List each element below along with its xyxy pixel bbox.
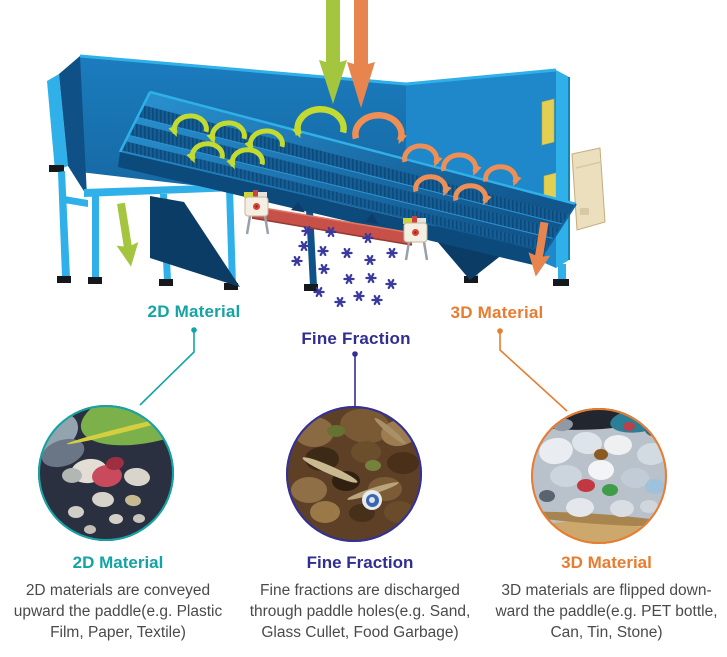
photo-ring-2d <box>38 405 174 541</box>
photo-ring-fine <box>286 406 422 542</box>
paddle-rotation-arrows-2d <box>168 106 347 170</box>
connector-fine <box>352 351 358 406</box>
card-heading-2d: 2D Material <box>72 553 164 572</box>
paddle-rotation-arrows-3d <box>352 112 522 206</box>
card-2d-material: 2D Material 2D materials are conveyed up… <box>2 553 234 643</box>
card-heading-fine: Fine Fraction <box>306 553 414 572</box>
control-box <box>571 147 606 231</box>
connector-3d <box>497 328 568 412</box>
fine-fraction-particles <box>291 225 398 308</box>
card-text-line: 3D materials are flipped down- <box>501 582 712 599</box>
machine-label-fine-fraction: Fine Fraction <box>301 329 411 348</box>
card-text-line: upward the paddle(e.g. Plastic <box>13 603 223 620</box>
card-text-line: Glass Cullet, Food Garbage) <box>261 624 459 641</box>
photo-ring-3d <box>531 408 667 544</box>
card-3d-material: 3D Material 3D materials are flipped dow… <box>488 553 725 643</box>
infeed-arrow-3d <box>347 0 375 108</box>
card-text-line: ward the paddle(e.g. PET bottle, <box>495 603 718 620</box>
card-text-line: 2D materials are conveyed <box>25 582 211 599</box>
card-text-line: Film, Paper, Textile) <box>50 624 186 641</box>
card-fine-fraction: Fine Fraction Fine fractions are dischar… <box>240 553 480 643</box>
vibration-motor <box>244 190 270 235</box>
infeed-arrow-2d <box>319 0 347 104</box>
machine-label-2d-material: 2D Material <box>147 302 241 321</box>
discharge-arrow-2d <box>116 202 139 267</box>
card-text-line: through paddle holes(e.g. Sand, <box>249 603 471 620</box>
card-text-line: Fine fractions are discharged <box>260 582 460 599</box>
card-text-line: Can, Tin, Stone) <box>550 624 663 641</box>
card-heading-3d: 3D Material <box>561 553 652 572</box>
vibration-motor <box>401 214 429 262</box>
connector-2d <box>139 327 197 406</box>
discharge-arrow-3d <box>528 221 551 277</box>
machine-label-3d-material: 3D Material <box>450 303 544 322</box>
